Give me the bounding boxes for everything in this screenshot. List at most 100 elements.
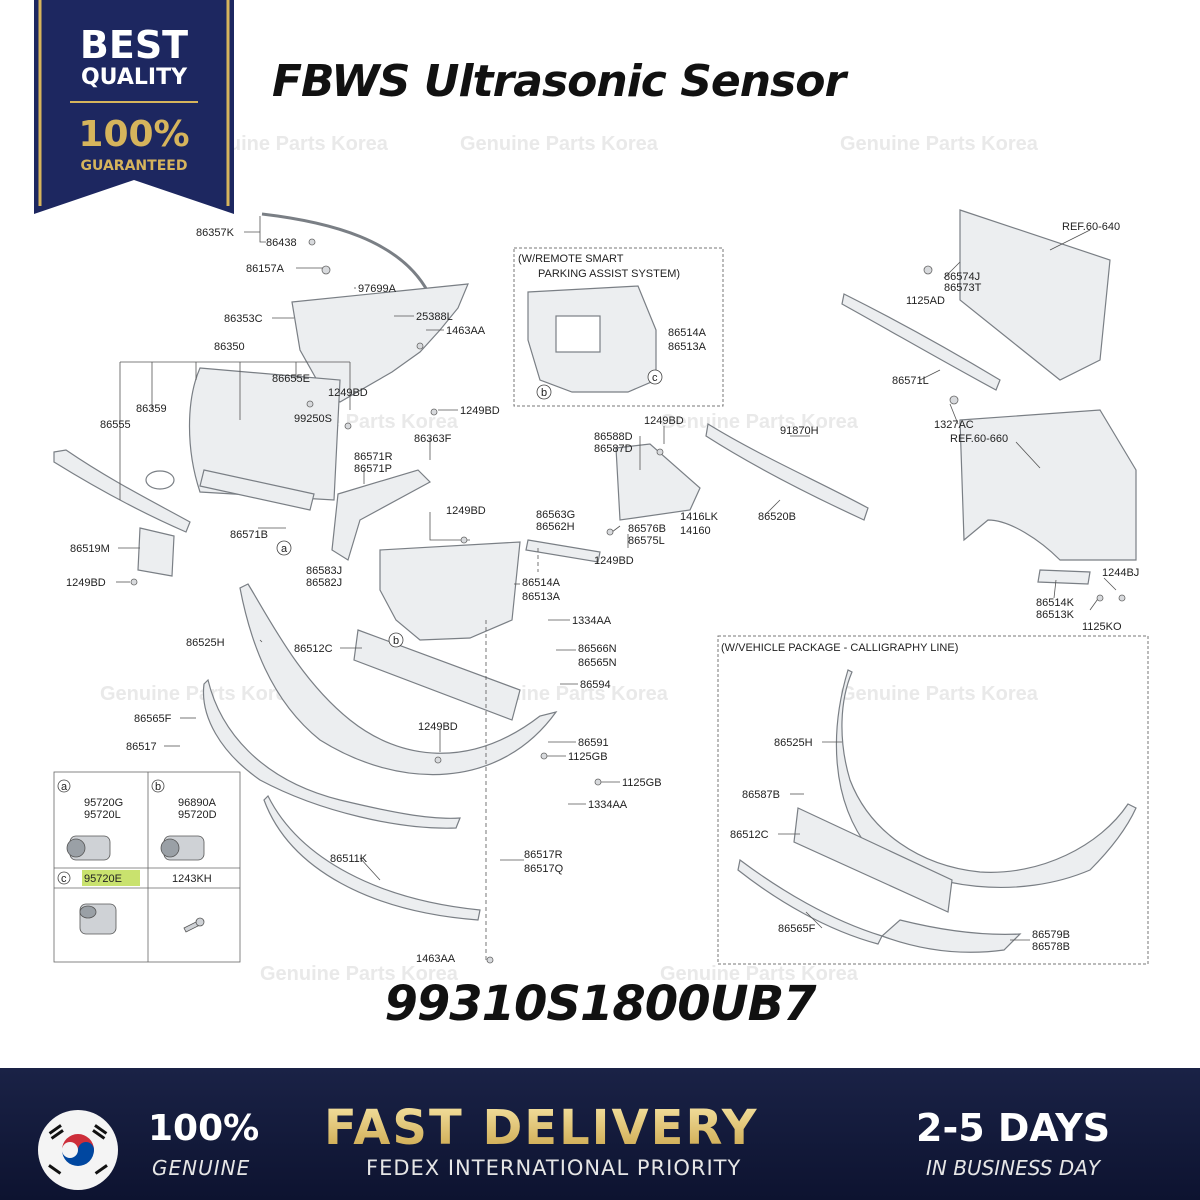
part-label: 86574J (944, 271, 980, 283)
remote-parking-caption: (W/REMOTE SMART (518, 253, 624, 265)
part-label: 86587B (742, 789, 780, 801)
part-label: 86576B (628, 523, 666, 535)
callout-b: b (541, 387, 547, 399)
part-label: 1249BD (594, 555, 634, 567)
leader-lines (116, 216, 1117, 960)
part-label: 1125GB (568, 751, 608, 763)
part-label: 1327AC (934, 419, 974, 431)
part-label: 86587D (594, 443, 633, 455)
part-label: 86363F (414, 433, 452, 445)
watermark-text: Genuine Parts Korea (840, 133, 1039, 155)
genuine-percent: 100% (148, 1108, 260, 1149)
part-label: 86573T (944, 282, 982, 294)
legend-key-a: a (61, 781, 68, 793)
legend-part: 95720G (84, 797, 123, 809)
part-label: 1125GB (622, 777, 662, 789)
grille-lower-strip (199, 469, 315, 511)
side-bracket (331, 469, 431, 561)
part-label: 91870H (780, 425, 819, 437)
fasteners (130, 238, 1126, 964)
part-label: 86655E (272, 373, 310, 385)
part-label: 1249BD (418, 721, 458, 733)
radiator-grille (188, 367, 341, 501)
part-label: 1463AA (446, 325, 486, 337)
calligraphy-caption: (W/VEHICLE PACKAGE - CALLIGRAPHY LINE) (721, 642, 958, 654)
korea-flag-icon (38, 1110, 118, 1190)
part-label: 86566N (578, 643, 617, 655)
fender-bracket (1037, 569, 1091, 585)
part-label: 86565F (134, 713, 172, 725)
part-label: 86520B (758, 511, 796, 523)
legend-part: 96890A (178, 797, 217, 809)
bumper-cover (239, 583, 558, 776)
part-label: 1249BD (328, 387, 368, 399)
badge-guaranteed: GUARANTEED (81, 158, 188, 174)
part-label: 86512C (730, 829, 769, 841)
fedex-label: FEDEX INTERNATIONAL PRIORITY (366, 1156, 742, 1180)
calligraphy-lip (737, 858, 883, 945)
skid-plate (263, 794, 481, 921)
highlight-95720E (82, 870, 140, 886)
part-label: 86517Q (524, 863, 564, 875)
part-label: 86357K (196, 227, 235, 239)
bumper-beam (705, 423, 869, 521)
part-label: 1125KO (1082, 621, 1122, 633)
emblem (145, 470, 175, 490)
part-label: 86582J (306, 577, 342, 589)
remote-parking-box (513, 247, 724, 407)
page-title: FBWS Ultrasonic Sensor (272, 56, 846, 107)
part-label: 14160 (680, 525, 711, 537)
part-label: 86353C (224, 313, 263, 325)
watermark-text: Genuine Parts Korea (190, 133, 389, 155)
badge-quality: QUALITY (81, 65, 188, 90)
part-label: 86571P (354, 463, 392, 475)
part-label: 86571L (892, 375, 929, 387)
part-label: 1249BD (66, 577, 106, 589)
watermark-text: Genuine Parts Korea (100, 683, 299, 705)
part-label: 86594 (580, 679, 611, 691)
lower-grille (353, 629, 521, 721)
part-shapes (53, 209, 1137, 953)
callout-b: b (393, 635, 399, 647)
watermark-text: Genuine Parts Korea (840, 683, 1039, 705)
part-label: 86563G (536, 509, 575, 521)
fender (959, 409, 1137, 561)
part-label: 86571R (354, 451, 393, 463)
part-label: 1125AD (906, 295, 945, 307)
part-label: 86513A (522, 591, 561, 603)
part-label: 86588D (594, 431, 633, 443)
legend-part: 95720D (178, 809, 217, 821)
part-label: 86591 (578, 737, 609, 749)
calligraphy-skid (880, 919, 1022, 953)
part-label: 1334AA (572, 615, 612, 627)
garnish-strip (53, 449, 191, 533)
watermark-text: Genuine Parts Korea (470, 683, 669, 705)
part-label: 86514K (1036, 597, 1075, 609)
part-label: 86565N (578, 657, 617, 669)
part-label: 1244BJ (1102, 567, 1139, 579)
part-label: 1416LK (680, 511, 719, 523)
part-label: 86562H (536, 521, 575, 533)
fast-delivery-heading: FAST DELIVERY (324, 1100, 759, 1156)
part-number: 99310S1800UB7 (384, 976, 816, 1032)
calligraphy-box (717, 635, 1149, 965)
callout-c: c (652, 372, 658, 384)
legend-part: 1243KH (172, 873, 212, 885)
part-labels: 86357K 86438 86157A 97699A 86353C 25388L… (66, 221, 1139, 965)
part-label: 99250S (294, 413, 332, 425)
watermark-text: Genuine Parts Korea (660, 411, 859, 433)
part-label: 86583J (306, 565, 342, 577)
callout-circles (276, 369, 663, 648)
part-label: 1249BD (460, 405, 500, 417)
part-label: 86525H (774, 737, 813, 749)
footer-banner (0, 1068, 1200, 1200)
part-label: 86157A (246, 263, 285, 275)
radiator-support (959, 209, 1111, 381)
part-label: 86513A (668, 341, 707, 353)
part-label: 1249BD (446, 505, 486, 517)
legend-key-c: c (61, 873, 67, 885)
part-label: 86565F (778, 923, 816, 935)
delivery-days: 2-5 DAYS (916, 1106, 1111, 1150)
watermark-text: Genuine Parts Korea (660, 963, 859, 985)
part-label: 97699A (358, 283, 397, 295)
